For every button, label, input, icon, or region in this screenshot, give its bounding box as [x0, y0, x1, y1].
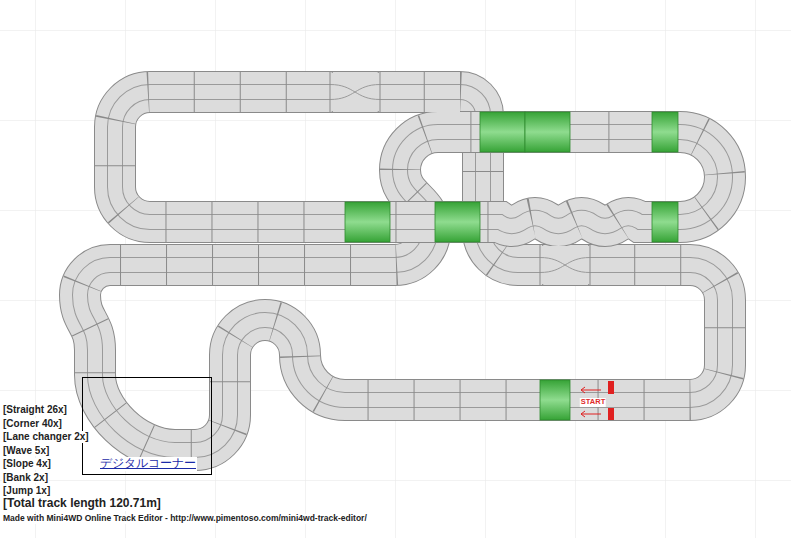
- parts-count: [Straight 26x]: [2, 404, 68, 416]
- parts-count: [Slope 4x]: [2, 458, 52, 470]
- start-mark: START: [580, 398, 606, 407]
- parts-count: [Corner 40x]: [2, 418, 63, 430]
- footer-note: Made with Mini4WD Online Track Editor - …: [2, 514, 368, 524]
- lane-changers: [330, 72, 590, 285]
- parts-count: [Jump 1x]: [2, 485, 51, 497]
- footer-note: [Total track length 120.71m]: [2, 497, 162, 511]
- track-lower: [80, 92, 725, 450]
- track-upper: [115, 92, 725, 226]
- parts-count: [Wave 5x]: [2, 445, 50, 457]
- parts-count: [Bank 2x]: [2, 472, 49, 484]
- parts-count: [Lane changer 2x]: [2, 431, 90, 443]
- digital-corner-box: デジタルコーナー: [82, 377, 212, 475]
- corner-label: デジタルコーナー: [99, 457, 197, 471]
- special-pieces: [345, 112, 678, 420]
